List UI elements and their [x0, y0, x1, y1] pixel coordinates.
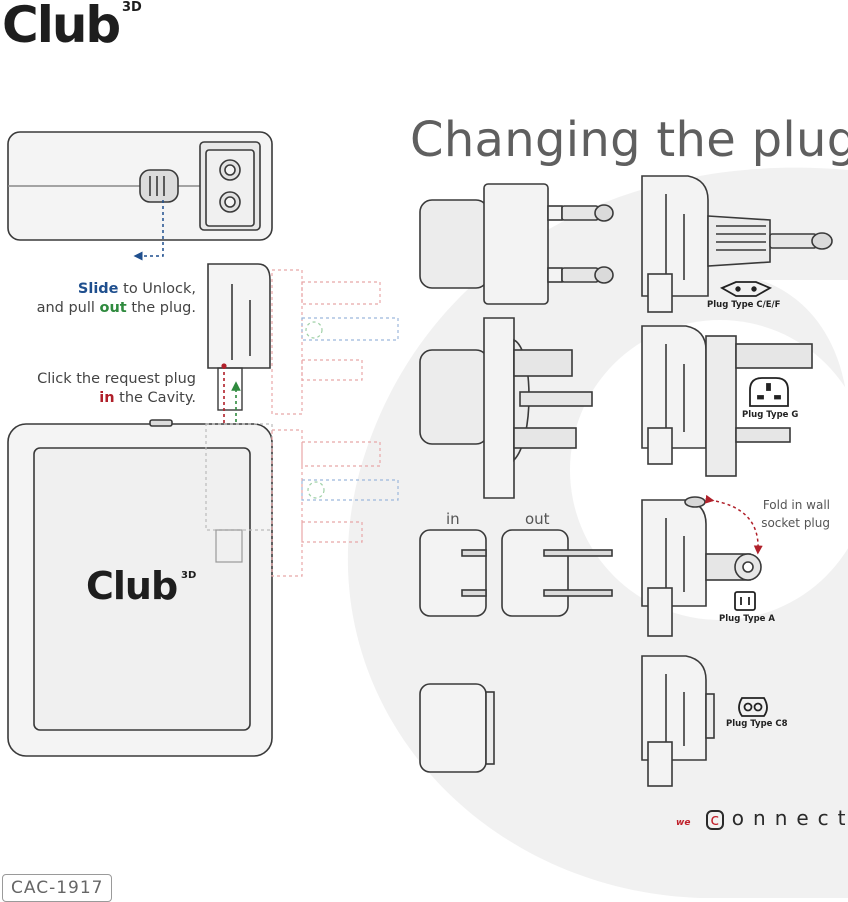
plug-type-a-label: Plug Type A [719, 614, 775, 624]
adapter-out-label: out [525, 510, 550, 528]
plug-module [207, 263, 271, 369]
slide-instruction: Slide to Unlock, and pull out the plug. [20, 280, 196, 318]
cavity-ghosts [205, 423, 399, 577]
plug-type-a-icon [734, 591, 756, 611]
plug-connector [217, 367, 243, 411]
plug-eu-large [419, 183, 614, 305]
click-text-2: the Cavity. [114, 390, 196, 406]
slide-keyword: Slide [77, 281, 119, 297]
brand-logo: Club [2, 0, 121, 54]
fold-note-line2: socket plug [761, 516, 830, 530]
plug-type-c8-icon [738, 697, 768, 717]
plug-type-g-label: Plug Type G [742, 410, 799, 420]
device-logo: Club [86, 564, 178, 608]
page-title: Changing the plugs [410, 112, 848, 168]
slide-arrow [133, 200, 164, 261]
click-instruction: Click the request plug in the Cavity. [20, 370, 196, 408]
plug-c8-side [641, 655, 715, 787]
fold-note-line1: Fold in wall [762, 498, 830, 512]
plug-module-ghosts [271, 269, 399, 415]
plug-us-in [419, 529, 487, 617]
plug-type-c8-label: Plug Type C8 [726, 719, 788, 729]
device-logo-suffix: 3D [181, 570, 197, 581]
plug-type-g-icon [749, 377, 789, 407]
plug-uk-large [419, 317, 593, 499]
slide-text-2b: the plug. [126, 300, 196, 316]
plug-us-side [641, 496, 762, 637]
in-keyword: in [99, 390, 115, 406]
adapter-in-label: in [446, 510, 460, 528]
plug-eu-side [641, 175, 833, 313]
slide-text-1: to Unlock, [118, 281, 196, 297]
weconnect-rest: onnect [731, 806, 848, 830]
fold-note: Fold in wall socket plug [752, 496, 830, 532]
plug-c8-front [419, 683, 495, 773]
weconnect-prefix: we [676, 818, 691, 828]
plug-uk-side [641, 325, 813, 477]
out-keyword: out [99, 300, 127, 316]
charger-side-view [7, 131, 273, 241]
click-text-1: Click the request plug [37, 371, 196, 387]
slide-text-2a: and pull [36, 300, 100, 316]
brand-logo-suffix: 3D [122, 0, 142, 15]
plug-type-cef-icon [719, 281, 773, 297]
weconnect-c: c [705, 810, 724, 830]
plug-type-cef-label: Plug Type C/E/F [707, 300, 781, 310]
plug-us-out [501, 529, 613, 617]
